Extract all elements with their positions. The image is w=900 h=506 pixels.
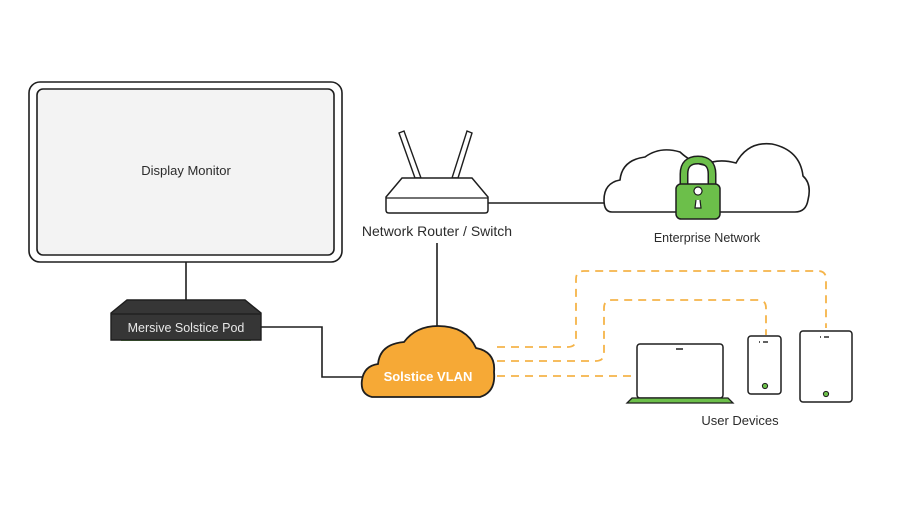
user-devices: User Devices bbox=[625, 330, 853, 428]
laptop-icon bbox=[625, 343, 735, 404]
tablet-icon bbox=[799, 330, 853, 403]
solstice-pod: Mersive Solstice Pod bbox=[110, 299, 262, 341]
vlan-label: Solstice VLAN bbox=[384, 369, 473, 384]
router-label: Network Router / Switch bbox=[362, 223, 512, 239]
pod-label: Mersive Solstice Pod bbox=[128, 321, 245, 335]
link-pod-vlan bbox=[252, 326, 368, 378]
lock-icon bbox=[675, 155, 721, 220]
user-devices-label: User Devices bbox=[701, 413, 779, 428]
router: Network Router / Switch bbox=[362, 130, 512, 239]
monitor-screen bbox=[36, 88, 335, 256]
solid-connections bbox=[185, 202, 612, 378]
router-antenna-right bbox=[451, 130, 473, 179]
solstice-vlan: Solstice VLAN bbox=[360, 325, 496, 398]
cloud-icon bbox=[360, 325, 496, 398]
dashed-connections bbox=[497, 270, 827, 377]
display-monitor: Display Monitor bbox=[28, 81, 343, 263]
enterprise-label: Enterprise Network bbox=[654, 231, 761, 245]
link-vlan-tablet bbox=[497, 270, 827, 348]
enterprise-network: Enterprise Network bbox=[603, 142, 810, 245]
phone-icon bbox=[747, 335, 782, 395]
link-vlan-phone bbox=[497, 299, 767, 362]
display-monitor-label: Display Monitor bbox=[141, 163, 231, 178]
pod-device-icon bbox=[110, 299, 262, 341]
router-antenna-left bbox=[398, 130, 422, 179]
router-icon bbox=[385, 177, 489, 214]
